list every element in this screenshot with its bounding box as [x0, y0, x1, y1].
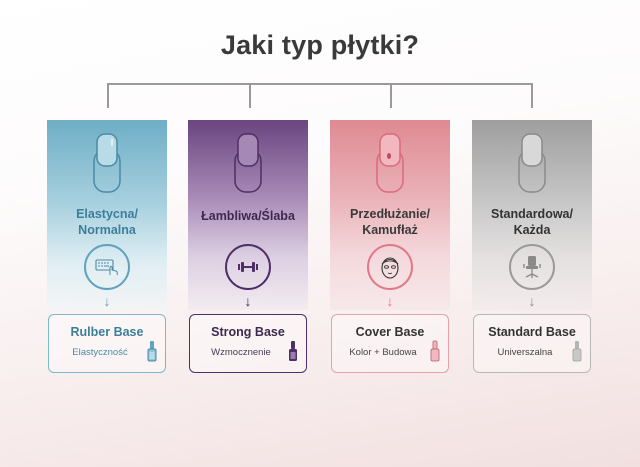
- dumbbell-icon: [225, 244, 271, 290]
- nail-polish-icon: [289, 341, 297, 361]
- nail-icon: [376, 133, 404, 193]
- base-name: Cover Base: [355, 325, 425, 339]
- arrow-down-icon: ↓: [244, 293, 252, 309]
- base-box-cover: Cover Base Kolor + Budowa: [331, 314, 449, 373]
- base-description: Wzmocznenie: [211, 347, 271, 358]
- category-label-line2: Normalna: [78, 223, 136, 237]
- card-elastycna: Elastycna/ Normalna ↓: [47, 120, 167, 310]
- keyboard-hand-icon: [84, 244, 130, 290]
- base-name: Strong Base: [211, 325, 285, 339]
- category-label: Standardowa/ Każda: [472, 206, 592, 238]
- category-label-line2: Kamufłaż: [362, 223, 418, 237]
- base-description: Kolor + Budowa: [349, 347, 417, 358]
- base-description: Universzalna: [497, 347, 553, 358]
- nail-polish-icon: [572, 341, 582, 362]
- connector-vertical: [531, 83, 533, 108]
- nail-polish-icon: [147, 341, 157, 362]
- base-name: Rulber Base: [70, 325, 144, 339]
- card-przedluzanie: Przedłużanie/ Kamufłaż ↓: [330, 120, 450, 310]
- base-box-rubber: Rulber Base Elastyczność: [48, 314, 166, 373]
- connector-vertical: [390, 83, 392, 108]
- card-standardowa: Standardowa/ Każda ↓: [472, 120, 592, 310]
- base-description: Elastyczność: [72, 347, 128, 358]
- category-label-line1: Łambliwa/Ślaba: [201, 209, 295, 223]
- connector-horizontal: [107, 83, 533, 85]
- base-box-strong: Strong Base Wzmocznenie: [189, 314, 307, 373]
- nail-icon: [234, 133, 262, 193]
- category-label-line1: Standardowa/: [491, 207, 573, 221]
- card-lambliwa: Łambliwa/Ślaba ↓: [188, 120, 308, 310]
- base-box-standard: Standard Base Universzalna: [473, 314, 591, 373]
- nail-icon: [93, 133, 121, 193]
- face-mask-icon: [367, 244, 413, 290]
- category-label: Elastycna/ Normalna: [47, 206, 167, 238]
- connector-vertical: [249, 83, 251, 108]
- category-label-line1: Przedłużanie/: [350, 207, 430, 221]
- base-name: Standard Base: [488, 325, 576, 339]
- arrow-down-icon: ↓: [103, 293, 111, 309]
- nail-polish-icon: [430, 340, 440, 362]
- connector-vertical: [107, 83, 109, 108]
- arrow-down-icon: ↓: [386, 293, 394, 309]
- category-label: Przedłużanie/ Kamufłaż: [330, 206, 450, 238]
- diagram-title: Jaki typ płytki?: [220, 30, 420, 60]
- arrow-down-icon: ↓: [528, 293, 536, 309]
- nail-icon: [518, 133, 546, 193]
- category-label: Łambliwa/Ślaba: [188, 208, 308, 224]
- office-chair-icon: [509, 244, 555, 290]
- category-label-line2: Każda: [513, 223, 551, 237]
- category-label-line1: Elastycna/: [76, 207, 138, 221]
